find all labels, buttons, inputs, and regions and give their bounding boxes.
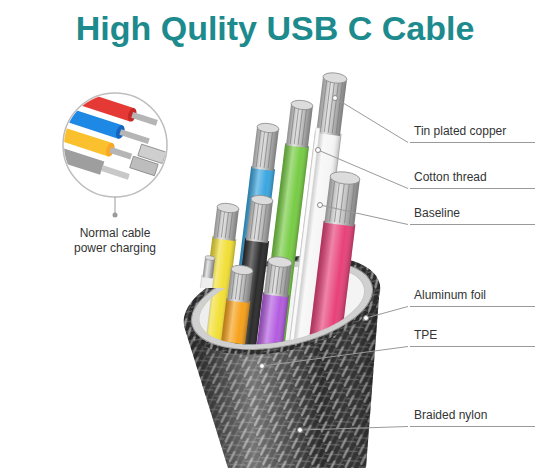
part-label: Baseline <box>410 206 535 225</box>
part-label: Braided nylon <box>410 408 535 427</box>
diagram-title: High Qulity USB C Cable <box>0 8 550 48</box>
inset-caption: Normal cable power charging <box>67 226 163 256</box>
part-label: Cotton thread <box>410 170 535 189</box>
part-label: Aluminum foil <box>410 288 535 307</box>
part-label: TPE <box>410 328 535 347</box>
part-label: Tin plated copper <box>410 124 535 143</box>
